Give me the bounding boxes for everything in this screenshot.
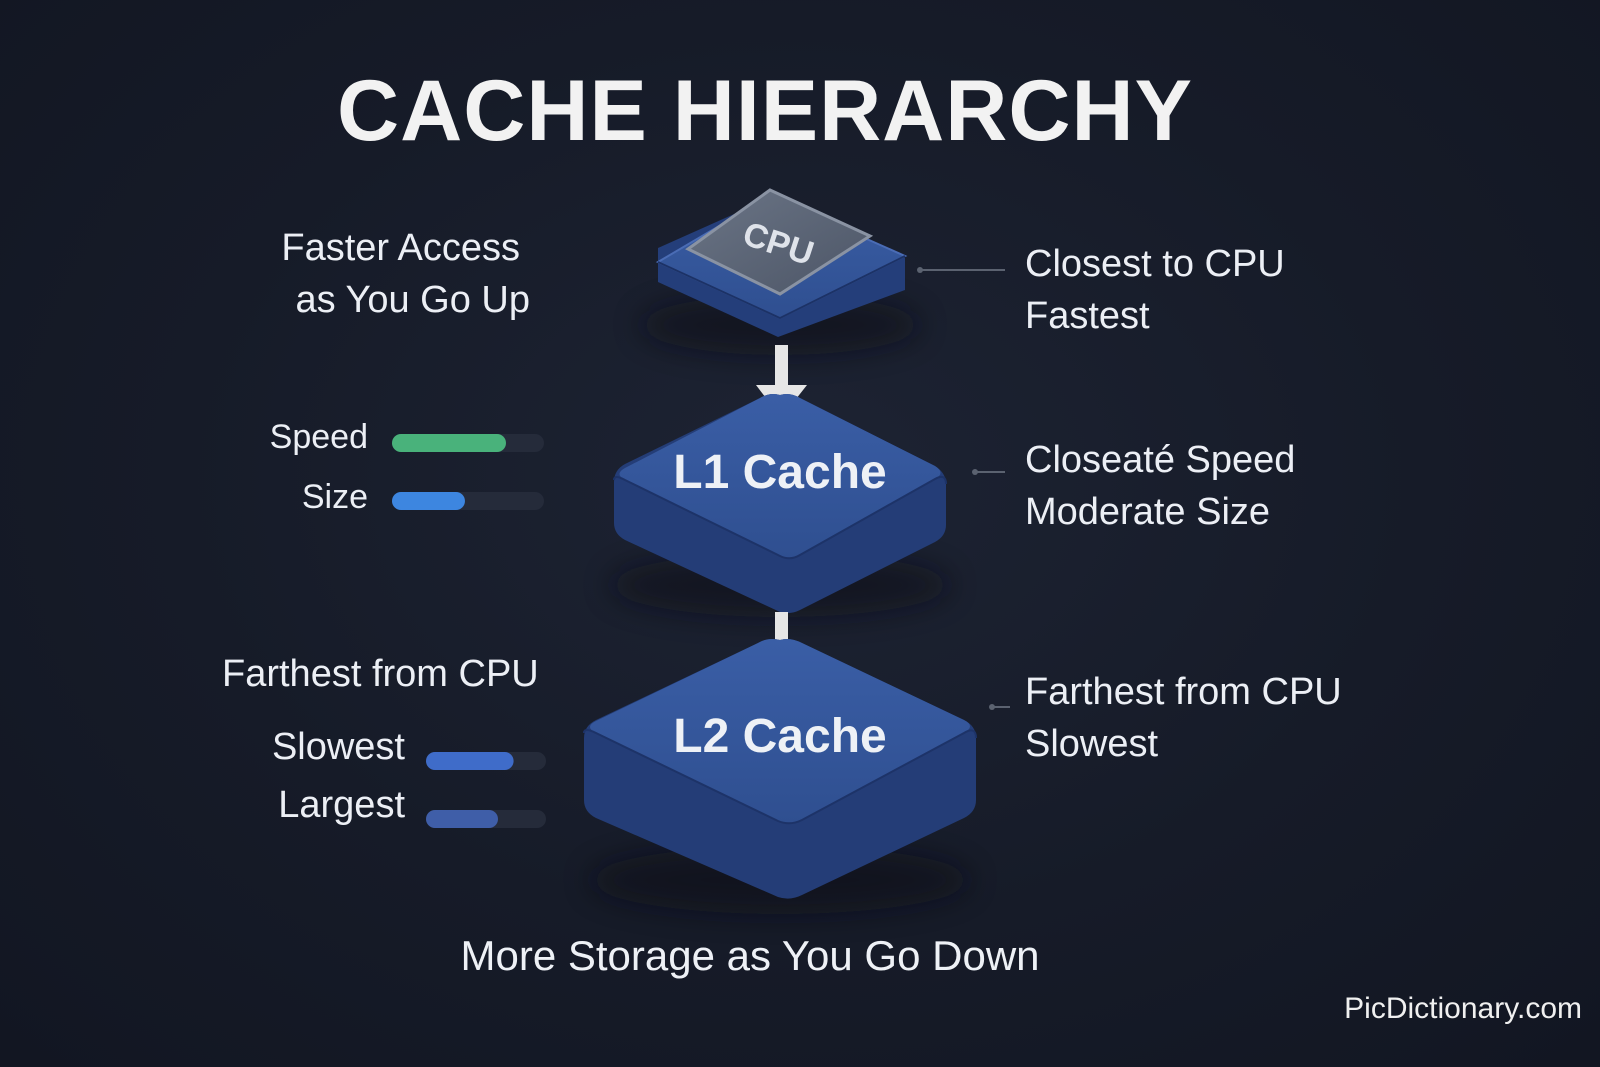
largest-meter-fill: [426, 810, 498, 828]
meters: [392, 434, 546, 828]
slowest-meter: [426, 752, 546, 770]
l1-cache-block: [610, 394, 950, 617]
faster-access-line-1: Faster Access: [281, 227, 520, 269]
speed-meter-fill: [392, 434, 506, 452]
l1-cache-label: L1 Cache: [673, 446, 886, 499]
faster-access-line-2: as You Go Up: [295, 279, 530, 322]
l2-note-line-1: Farthest from CPU: [1025, 671, 1342, 713]
l1-note-line-1: Closeaté Speed: [1025, 439, 1296, 481]
faster-access-note: Faster Access as You Go Up: [230, 222, 530, 327]
meter-label-slowest: Slowest: [271, 726, 405, 768]
meter-label-speed: Speed: [269, 418, 368, 456]
l2-cache-block: [583, 639, 977, 914]
speed-meter: [392, 434, 544, 452]
diagram-title: CACHE HIERARCHY: [337, 63, 1193, 159]
l1-note-line-2: Moderate Size: [1025, 491, 1271, 534]
l1-note: Closeaté Speed Moderate Size: [1025, 434, 1295, 539]
site-credit: PicDictionary.com: [1344, 992, 1582, 1025]
l2-note: Farthest from CPU Slowest: [1025, 666, 1342, 771]
largest-meter: [426, 810, 546, 828]
cpu-note-line-2: Fastest: [1025, 295, 1150, 338]
meter-label-size: Size: [301, 478, 368, 516]
size-meter: [392, 492, 544, 510]
l2-note-line-2: Slowest: [1025, 723, 1159, 766]
footer-caption: More Storage as You Go Down: [460, 932, 1040, 979]
l2-left-heading: Farthest from CPU: [222, 653, 539, 695]
note-connectors: [917, 267, 1010, 710]
cpu-note-line-1: Closest to CPU: [1025, 243, 1285, 285]
cpu-note: Closest to CPU Fastest: [1025, 238, 1285, 343]
size-meter-fill: [392, 492, 465, 510]
cpu-block: [640, 188, 920, 355]
slowest-meter-fill: [426, 752, 514, 770]
l2-cache-label: L2 Cache: [673, 710, 886, 763]
meter-label-largest: Largest: [278, 784, 405, 826]
